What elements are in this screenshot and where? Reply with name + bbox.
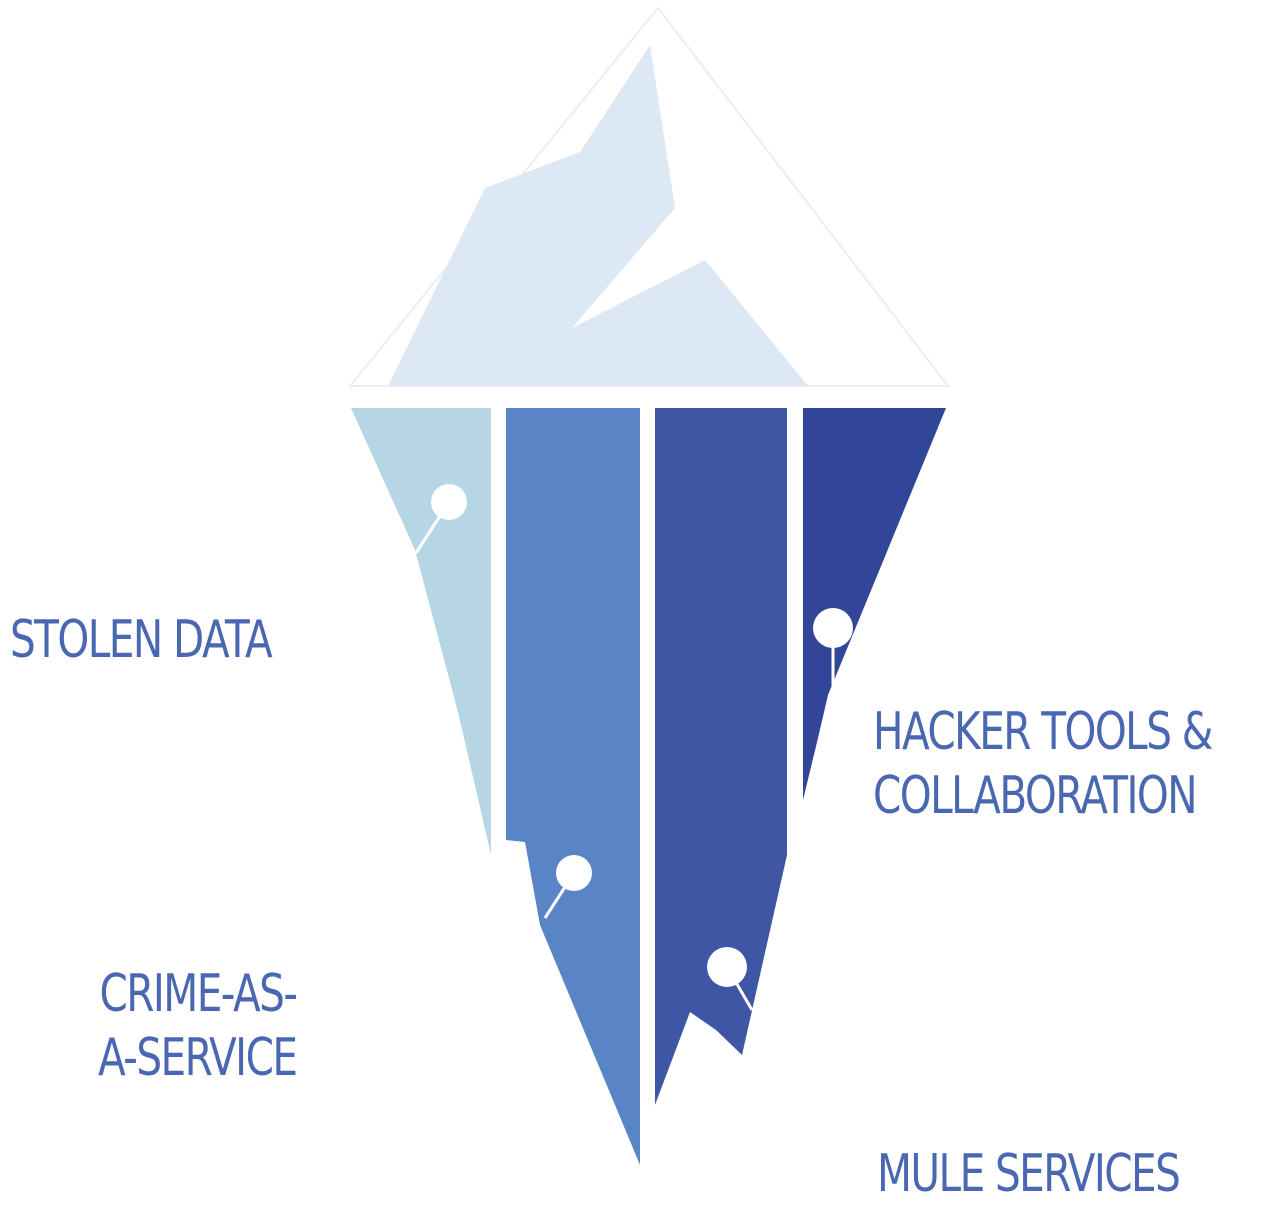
label-hacker-tools: HACKER TOOLS & COLLABORATION [873, 700, 1213, 828]
pin-crime-as-a-service [543, 855, 592, 919]
label-crime-line-1: CRIME-AS- [99, 964, 297, 1024]
pin-mule-services [707, 947, 754, 1011]
label-mule-services: MULE SERVICES [877, 1142, 1181, 1206]
segment-hacker-tools [803, 408, 946, 800]
label-hacker-line-1: HACKER TOOLS & [873, 702, 1213, 762]
label-crime-line-2: A-SERVICE [97, 1028, 298, 1088]
iceberg-tip [347, 6, 951, 387]
label-hacker-line-2: COLLABORATION [873, 766, 1198, 826]
pin-stolen-data [414, 484, 467, 554]
pin-hacker-tools [813, 608, 853, 712]
segment-stolen-data [351, 408, 491, 855]
segment-crime-as-a-service [506, 408, 640, 1165]
label-stolen-data-text: STOLEN DATA [10, 610, 273, 670]
segment-mule-services [655, 408, 787, 1105]
label-crime-as-a-service: CRIME-AS- A-SERVICE [97, 962, 298, 1090]
iceberg-tip-shape [388, 45, 808, 386]
label-mule-services-text: MULE SERVICES [877, 1144, 1181, 1204]
label-stolen-data: STOLEN DATA [10, 608, 273, 672]
